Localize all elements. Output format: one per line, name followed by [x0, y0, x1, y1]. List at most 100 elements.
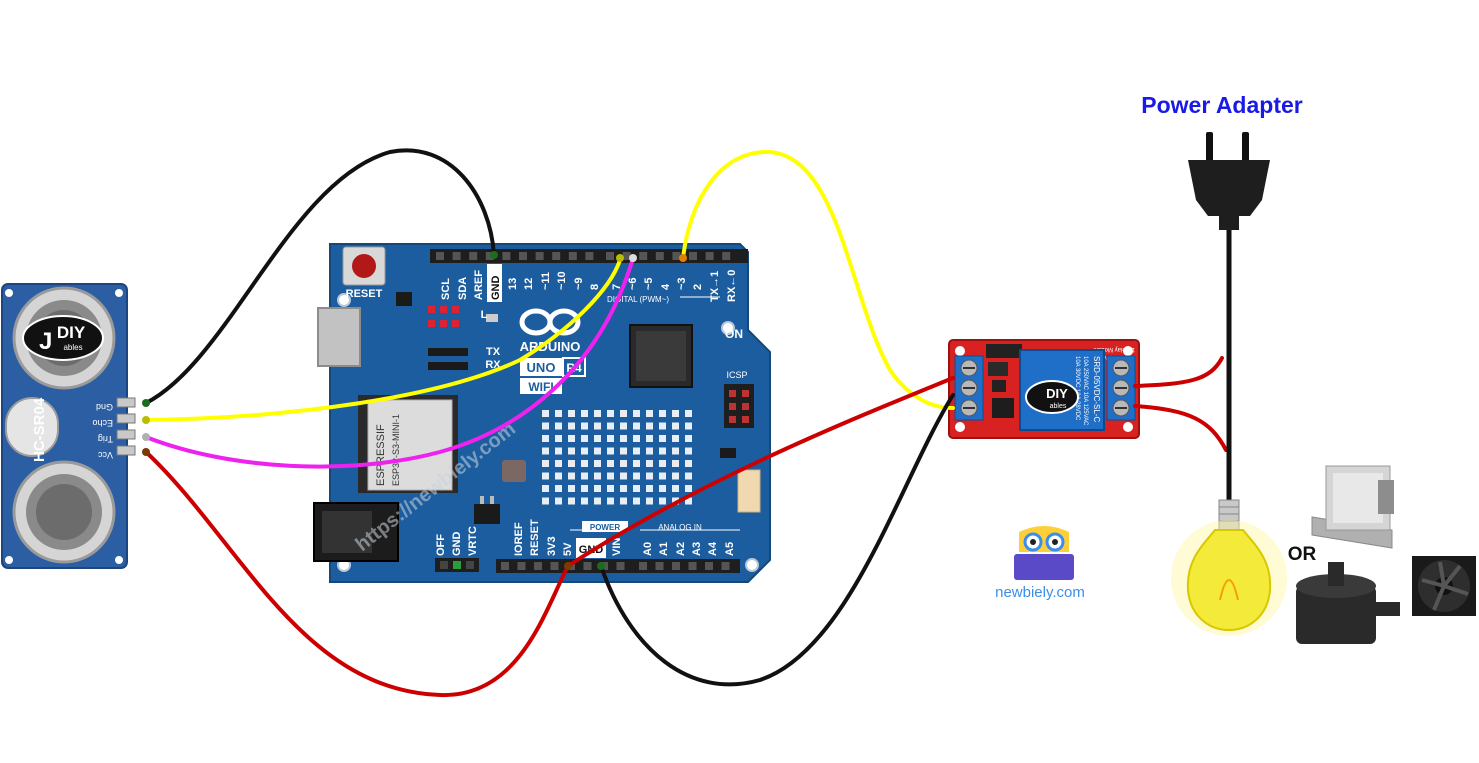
wire-gnd-sensor — [144, 148, 496, 405]
reset-label: RESET — [346, 288, 383, 300]
matrix-led — [659, 460, 666, 467]
matrix-led — [646, 472, 653, 480]
wire-end-dots — [142, 251, 687, 570]
header-socket[interactable] — [688, 562, 697, 570]
header-socket[interactable] — [469, 252, 478, 260]
pin-label-3v3: 3V3 — [546, 536, 558, 556]
header-socket[interactable] — [550, 562, 559, 570]
cooling-fan-icon — [1412, 556, 1476, 616]
matrix-led — [607, 460, 614, 467]
matrix-led — [620, 472, 627, 480]
matrix-led — [646, 485, 653, 492]
matrix-led — [568, 435, 575, 442]
matrix-led — [581, 410, 588, 417]
ultrasonic-sensor: DIY ables J HC-SR04 Gnd Echo Trig Vcc — [1, 283, 136, 569]
relay-input-terminal[interactable] — [954, 355, 984, 421]
header-socket[interactable] — [639, 252, 648, 260]
water-pump-icon — [1296, 562, 1400, 644]
header-socket[interactable] — [655, 562, 664, 570]
matrix-led — [685, 497, 692, 505]
matrix-led — [581, 485, 588, 492]
header-socket[interactable] — [568, 252, 577, 260]
esp32-module-line2: ESP32-S3-MINI-1 — [391, 414, 401, 486]
header-socket[interactable] — [501, 562, 509, 570]
matrix-led — [594, 435, 601, 442]
sensor-logo-text: DIY — [57, 323, 86, 342]
usb-connector — [317, 307, 361, 367]
matrix-led — [685, 447, 692, 455]
header-socket[interactable] — [452, 252, 461, 260]
matrix-led — [555, 485, 562, 492]
header-socket[interactable] — [517, 562, 526, 570]
matrix-led — [672, 472, 679, 480]
matrix-led — [685, 410, 692, 417]
header-socket[interactable] — [502, 252, 511, 260]
header-socket[interactable] — [485, 252, 494, 260]
matrix-led — [659, 472, 666, 480]
matrix-led — [542, 422, 549, 430]
relay-logo-text: DIY — [1046, 386, 1068, 401]
icsp-header[interactable] — [724, 384, 754, 428]
newbiely-site-text: newbiely.com — [995, 584, 1085, 601]
qwiic-connector — [737, 469, 761, 513]
digital-pin-labels: SCL SDA AREF GND 13 12 ~11 ~10 ~9 8 7 ~6… — [440, 264, 738, 302]
digital-header-pins[interactable] — [436, 252, 731, 260]
header-socket[interactable] — [436, 252, 444, 260]
matrix-led — [542, 460, 549, 467]
matrix-led — [646, 447, 653, 455]
reset-button[interactable] — [342, 246, 386, 286]
header-socket[interactable] — [672, 252, 681, 260]
header-socket[interactable] — [705, 252, 714, 260]
header-socket[interactable] — [519, 252, 527, 260]
pin-label-ioref: IOREF — [513, 522, 525, 556]
newbiely-logo: newbiely.com — [995, 526, 1085, 601]
or-label: OR — [1288, 544, 1317, 565]
header-socket[interactable] — [722, 252, 731, 260]
pin-label-a1: A1 — [658, 542, 670, 556]
header-socket[interactable] — [705, 562, 713, 570]
header-socket[interactable] — [616, 562, 625, 570]
header-socket[interactable] — [606, 252, 614, 260]
matrix-led — [542, 410, 549, 417]
header-socket[interactable] — [655, 252, 664, 260]
transducer-bottom — [12, 460, 116, 564]
header-socket[interactable] — [585, 252, 594, 260]
relay-rating-1: 10A 250VAC 10A 125VAC — [1082, 356, 1088, 426]
pin-label-a5: A5 — [724, 542, 736, 556]
header-socket[interactable] — [552, 252, 561, 260]
header-socket[interactable] — [689, 252, 697, 260]
pin-label-gnd-left: GND — [451, 532, 463, 557]
header-socket[interactable] — [721, 562, 730, 570]
header-socket[interactable] — [622, 252, 631, 260]
pin-label-3: ~3 — [676, 277, 688, 290]
matrix-led — [568, 460, 575, 467]
matrix-led — [672, 485, 679, 492]
sensor-header-pins[interactable] — [116, 397, 136, 456]
pin-label-a2: A2 — [675, 542, 687, 556]
trigger-jumper[interactable] — [986, 344, 1022, 358]
matrix-led — [542, 472, 549, 480]
matrix-led — [568, 472, 575, 480]
header-socket[interactable] — [639, 562, 647, 570]
relay-output-terminal[interactable] — [1106, 355, 1136, 421]
matrix-led — [620, 460, 627, 467]
pin-label-4: 4 — [660, 283, 672, 290]
matrix-led — [568, 485, 575, 492]
header-socket[interactable] — [672, 562, 680, 570]
relay-part-text: SRD-05VDC-SL-C — [1092, 356, 1101, 422]
header-socket[interactable] — [534, 562, 542, 570]
header-socket[interactable] — [583, 562, 592, 570]
power-header-label: POWER — [590, 523, 620, 532]
microcontroller-chip — [629, 324, 693, 388]
matrix-led — [607, 435, 614, 442]
matrix-led — [659, 435, 666, 442]
matrix-led — [542, 485, 549, 492]
header-socket[interactable] — [535, 252, 544, 260]
matrix-led — [568, 422, 575, 430]
pin-label-7: 7 — [611, 284, 623, 290]
matrix-led — [555, 435, 562, 442]
matrix-led — [633, 485, 640, 492]
matrix-led — [620, 435, 627, 442]
pin-label-8: 8 — [589, 284, 601, 290]
matrix-led — [594, 497, 601, 505]
